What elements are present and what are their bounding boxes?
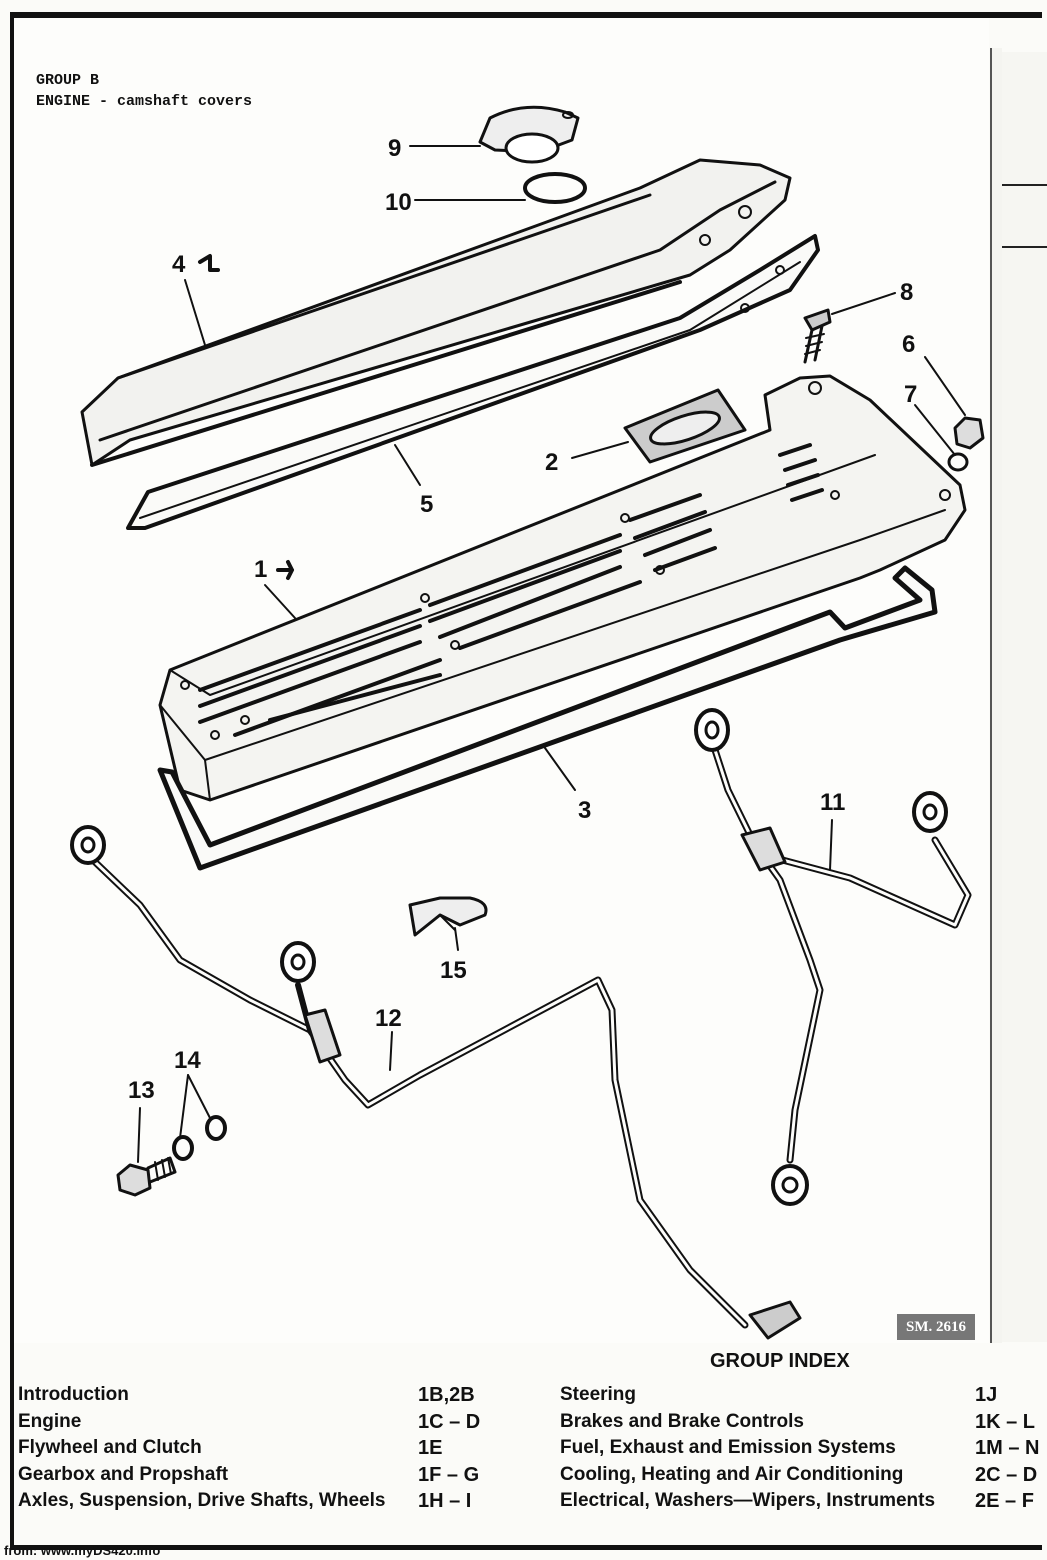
- callout-15: 15: [440, 957, 467, 984]
- index-code: 1M – N: [975, 1437, 1040, 1459]
- index-row[interactable]: Electrical, Washers—Wipers, Instruments 2…: [560, 1488, 1047, 1515]
- binding-strip: [990, 48, 1002, 1343]
- banjo-bolt: [116, 1156, 177, 1197]
- margin-rule: [1002, 246, 1047, 248]
- callout-7: 7: [904, 381, 917, 408]
- washer: [947, 452, 969, 472]
- index-label: Cooling, Heating and Air Conditioning: [560, 1463, 904, 1485]
- index-label: Brakes and Brake Controls: [560, 1410, 804, 1432]
- drawing-reference: SM. 2616: [897, 1314, 975, 1340]
- next-page-edge: [1002, 52, 1047, 1342]
- callout-9: 9: [388, 135, 401, 162]
- index-code: 1F – G: [418, 1463, 480, 1486]
- breather-pipe-left: [70, 825, 802, 1340]
- lower-gasket: [157, 565, 938, 871]
- callout-6: 6: [902, 331, 915, 358]
- index-label: Introduction: [18, 1384, 129, 1405]
- callout-5: 5: [420, 491, 433, 518]
- index-code: 2C – D: [975, 1463, 1038, 1486]
- callout-1: 1: [254, 556, 267, 583]
- index-code: 1C – D: [418, 1410, 481, 1433]
- breather-pipe-right: [694, 708, 972, 1206]
- removal-arrow-icon: [198, 254, 220, 272]
- group-label: GROUP B: [36, 72, 100, 89]
- index-label: Gearbox and Propshaft: [18, 1463, 229, 1485]
- leader-lines: [137, 145, 966, 1163]
- index-row[interactable]: Gearbox and Propshaft 1F – G: [18, 1462, 538, 1489]
- index-code: 2E – F: [975, 1490, 1034, 1512]
- exploded-diagram: 9 10 4 8 6 7 2 5 1 3 11 15 12 14 13: [70, 105, 985, 1340]
- index-row[interactable]: Brakes and Brake Controls 1K – L: [560, 1409, 1047, 1436]
- group-index-right: Steering 1J Brakes and Brake Controls 1K –…: [560, 1382, 1047, 1515]
- screw: [803, 308, 832, 364]
- index-label: Electrical, Washers—Wipers, Instruments: [560, 1490, 936, 1511]
- index-code: 1B,2B: [418, 1384, 475, 1406]
- index-code: 1J: [975, 1384, 998, 1406]
- emblem-badge: [623, 388, 747, 464]
- dome-nut: [953, 416, 985, 450]
- group-index-left: Introduction 1B,2B Engine 1C – D Flywheel …: [18, 1382, 538, 1515]
- callout-12: 12: [375, 1005, 402, 1032]
- callout-13: 13: [128, 1077, 155, 1104]
- filler-cap: [478, 105, 580, 164]
- callout-14: 14: [174, 1047, 201, 1074]
- callout-10: 10: [385, 189, 412, 216]
- index-label: Axles, Suspension, Drive Shafts, Wheels: [18, 1490, 386, 1511]
- margin-rule: [1002, 184, 1047, 186]
- o-ring: [523, 172, 587, 204]
- source-footer: from: www.myDS420.info: [4, 1543, 161, 1558]
- callout-2: 2: [545, 449, 558, 476]
- page-frame: [10, 12, 1042, 1550]
- index-code: 1H – I: [418, 1490, 472, 1512]
- index-row[interactable]: Fuel, Exhaust and Emission Systems 1M – N: [560, 1435, 1047, 1462]
- sealing-washers: [172, 1115, 227, 1161]
- index-row[interactable]: Introduction 1B,2B: [18, 1382, 538, 1409]
- pipe-clip: [408, 896, 488, 937]
- group-index-title: GROUP INDEX: [710, 1350, 850, 1372]
- index-label: Flywheel and Clutch: [18, 1437, 202, 1458]
- index-code: 1K – L: [975, 1410, 1036, 1433]
- camshaft-cover: [158, 374, 967, 802]
- index-label: Fuel, Exhaust and Emission Systems: [560, 1437, 896, 1458]
- index-row[interactable]: Cooling, Heating and Air Conditioning 2C …: [560, 1462, 1047, 1489]
- index-row[interactable]: Flywheel and Clutch 1E: [18, 1435, 538, 1462]
- callout-3: 3: [578, 797, 591, 824]
- callout-numbers: 9 10 4 8 6 7 2 5 1 3 11 15 12 14 13: [128, 135, 917, 1104]
- index-label: Engine: [18, 1410, 82, 1432]
- index-label: Steering: [560, 1384, 637, 1405]
- removal-arrow-icon: [276, 560, 294, 580]
- index-row[interactable]: Steering 1J: [560, 1382, 1047, 1409]
- top-cover: [80, 158, 792, 467]
- index-row[interactable]: Engine 1C – D: [18, 1409, 538, 1436]
- callout-8: 8: [900, 279, 913, 306]
- callout-11: 11: [820, 789, 845, 816]
- index-row[interactable]: Axles, Suspension, Drive Shafts, Wheels 1…: [18, 1488, 538, 1515]
- page-header: GROUP B ENGINE - camshaft covers: [36, 70, 252, 112]
- section-title: ENGINE - camshaft covers: [36, 93, 253, 110]
- index-code: 1E: [418, 1437, 443, 1459]
- callout-4: 4: [172, 251, 186, 278]
- cover-gasket: [126, 234, 820, 530]
